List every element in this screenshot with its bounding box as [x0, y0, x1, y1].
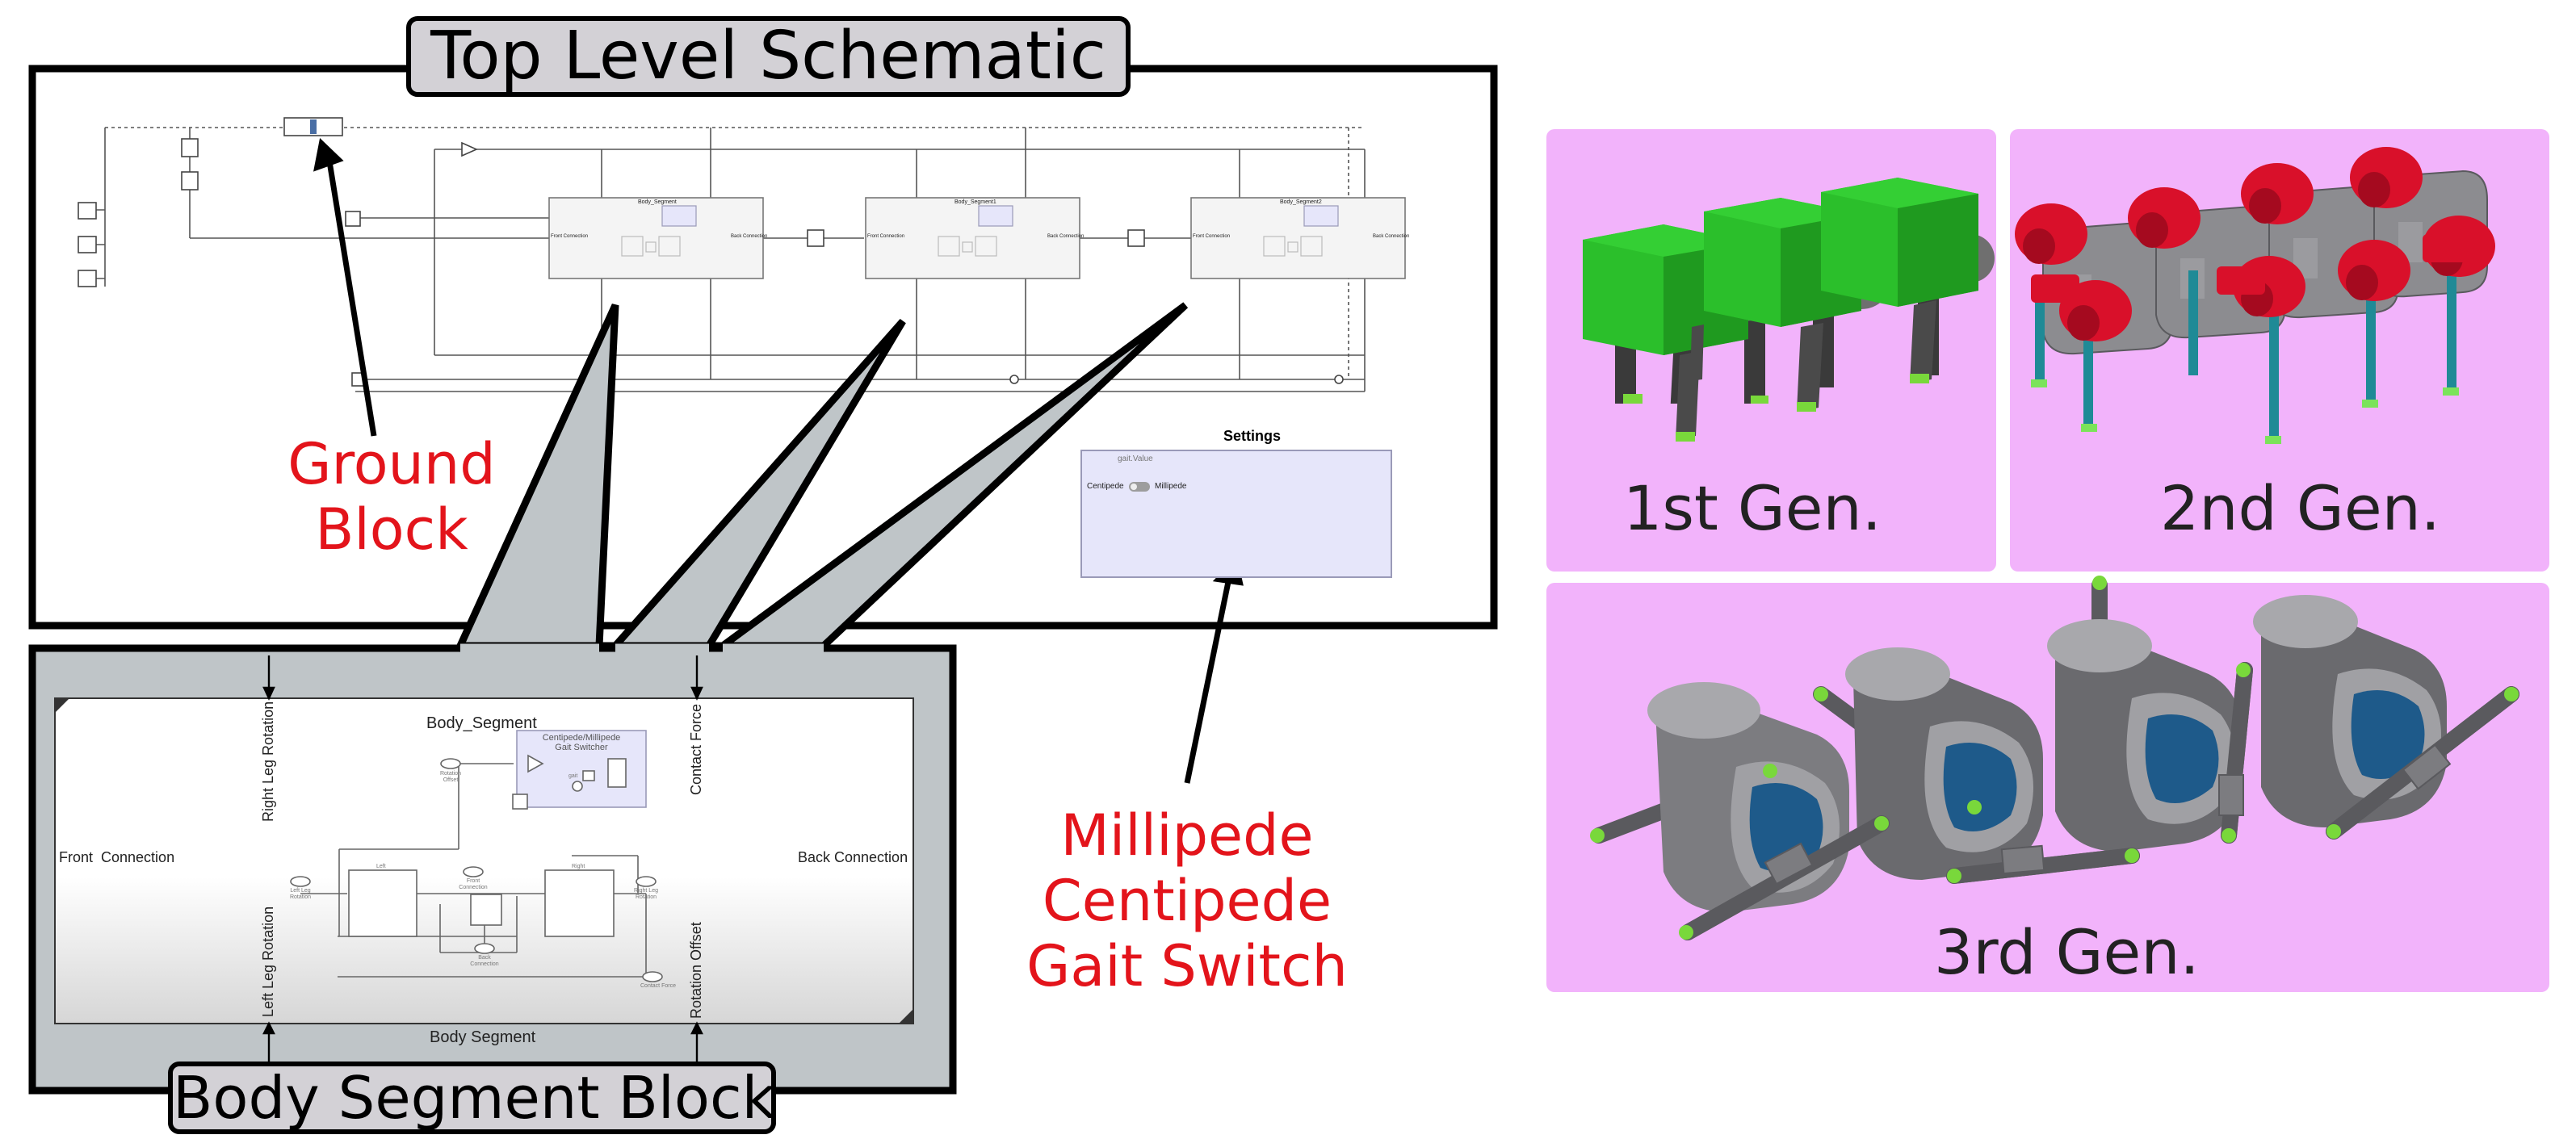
- segment-block-1-back: Back Connection: [731, 234, 768, 239]
- segment-block-3-front: Front Connection: [1193, 234, 1231, 239]
- port-rotation-offset-label: Rotation Offset: [439, 771, 462, 783]
- inport-block: [78, 270, 97, 287]
- body-joint-block[interactable]: [470, 894, 502, 926]
- gait-toggle-switch[interactable]: [1129, 482, 1150, 492]
- body-segment-blocks: [290, 730, 663, 982]
- body-segment-bottom-label: Body Segment: [430, 1028, 536, 1046]
- segment-block-1-front: Front Connection: [551, 234, 589, 239]
- canvas-port-arrows: [262, 655, 703, 1066]
- port-right-leg-label: Right Leg Rotation: [634, 888, 658, 900]
- body-segment-inner-title: Body_Segment: [426, 714, 537, 732]
- segment-block-2-front: Front Connection: [867, 234, 905, 239]
- port-front-label: Front Connection: [459, 878, 488, 890]
- contact-force-label: Contact Force: [688, 703, 704, 795]
- segment-block-3-name: Body_Segment2: [1280, 199, 1322, 205]
- left-subsystem-label: Left: [376, 864, 386, 869]
- switch-block: [607, 758, 627, 788]
- junction: [1009, 375, 1019, 384]
- gen3-robot-art: [1590, 576, 2519, 940]
- segment-block-1[interactable]: [548, 197, 764, 279]
- segment-blocks: [548, 197, 1406, 279]
- left-leg-subsystem[interactable]: [348, 869, 417, 937]
- inport-block: [78, 202, 97, 220]
- product-block: [582, 770, 595, 781]
- right-leg-rotation-label: Right Leg Rotation: [260, 701, 276, 822]
- transform-block: [181, 138, 199, 157]
- segment-block-2[interactable]: [865, 197, 1080, 279]
- junction: [1334, 375, 1344, 384]
- sum-block: [572, 781, 583, 792]
- gen3-label: 3rd Gen.: [1934, 916, 2200, 988]
- callout-shape: [455, 302, 1189, 650]
- gait-switcher-label: Centipede/Millipede Gait Switcher: [542, 733, 621, 753]
- right-subsystem-label: Right: [572, 864, 585, 869]
- port-right-leg: [636, 876, 657, 887]
- left-leg-rotation-label: Left Leg Rotation: [260, 906, 276, 1017]
- gait-option-centipede: Centipede: [1087, 482, 1124, 491]
- config-block: [181, 171, 199, 191]
- body-segment-title: Body Segment Block: [168, 1062, 776, 1134]
- port-contact-label: Contact Force: [640, 983, 676, 989]
- gen2-robot-art: [2015, 147, 2495, 444]
- port-back-label: Back Connection: [470, 955, 499, 967]
- port-rotation-offset: [440, 758, 461, 769]
- gait-switch-annotation: Millipede Centipede Gait Switch: [1026, 802, 1348, 1000]
- inport-block: [78, 236, 97, 253]
- segment-block-2-back: Back Connection: [1047, 234, 1085, 239]
- segment-block-3-back: Back Connection: [1373, 234, 1410, 239]
- port-front: [463, 866, 484, 877]
- settings-title: Settings: [1223, 428, 1282, 444]
- rotation-offset-label: Rotation Offset: [688, 922, 704, 1019]
- gen1-body-segment: [1821, 178, 1978, 307]
- gain-label: gait: [568, 773, 578, 779]
- top-level-title: Top Level Schematic: [406, 16, 1131, 97]
- gain-block: [461, 141, 478, 157]
- constant-block: [345, 211, 361, 227]
- port-back: [474, 943, 495, 954]
- port-contact: [642, 971, 663, 982]
- ground-block-annotation: Ground Block: [287, 431, 496, 563]
- right-leg-subsystem[interactable]: [544, 869, 615, 937]
- gen3-segments: [1647, 595, 2447, 912]
- front-connection-label: Front Connection: [59, 849, 175, 865]
- gen2-label: 2nd Gen.: [2160, 472, 2440, 544]
- top-level-small-blocks: [78, 117, 1344, 387]
- settings-field-label: gait.Value: [1118, 454, 1153, 463]
- constant-block: [512, 794, 528, 810]
- settings-panel: gait.Value Centipede Millipede: [1080, 450, 1392, 578]
- segment-block-3[interactable]: [1190, 197, 1406, 279]
- gen1-robot-art: [1583, 178, 1995, 442]
- joint-block: [1127, 229, 1145, 247]
- gain-block: [527, 754, 544, 773]
- segment-block-1-name: Body_Segment: [638, 199, 677, 205]
- port-left-leg: [290, 876, 311, 887]
- port-left-leg-label: Left Leg Rotation: [289, 888, 312, 900]
- gen1-label: 1st Gen.: [1623, 472, 1882, 544]
- body-segment-canvas: [54, 697, 914, 1024]
- gait-option-millipede: Millipede: [1155, 482, 1187, 491]
- segment-block-2-name: Body_Segment1: [954, 199, 996, 205]
- back-connection-label: Back Connection: [798, 849, 908, 865]
- joint-block: [807, 229, 824, 247]
